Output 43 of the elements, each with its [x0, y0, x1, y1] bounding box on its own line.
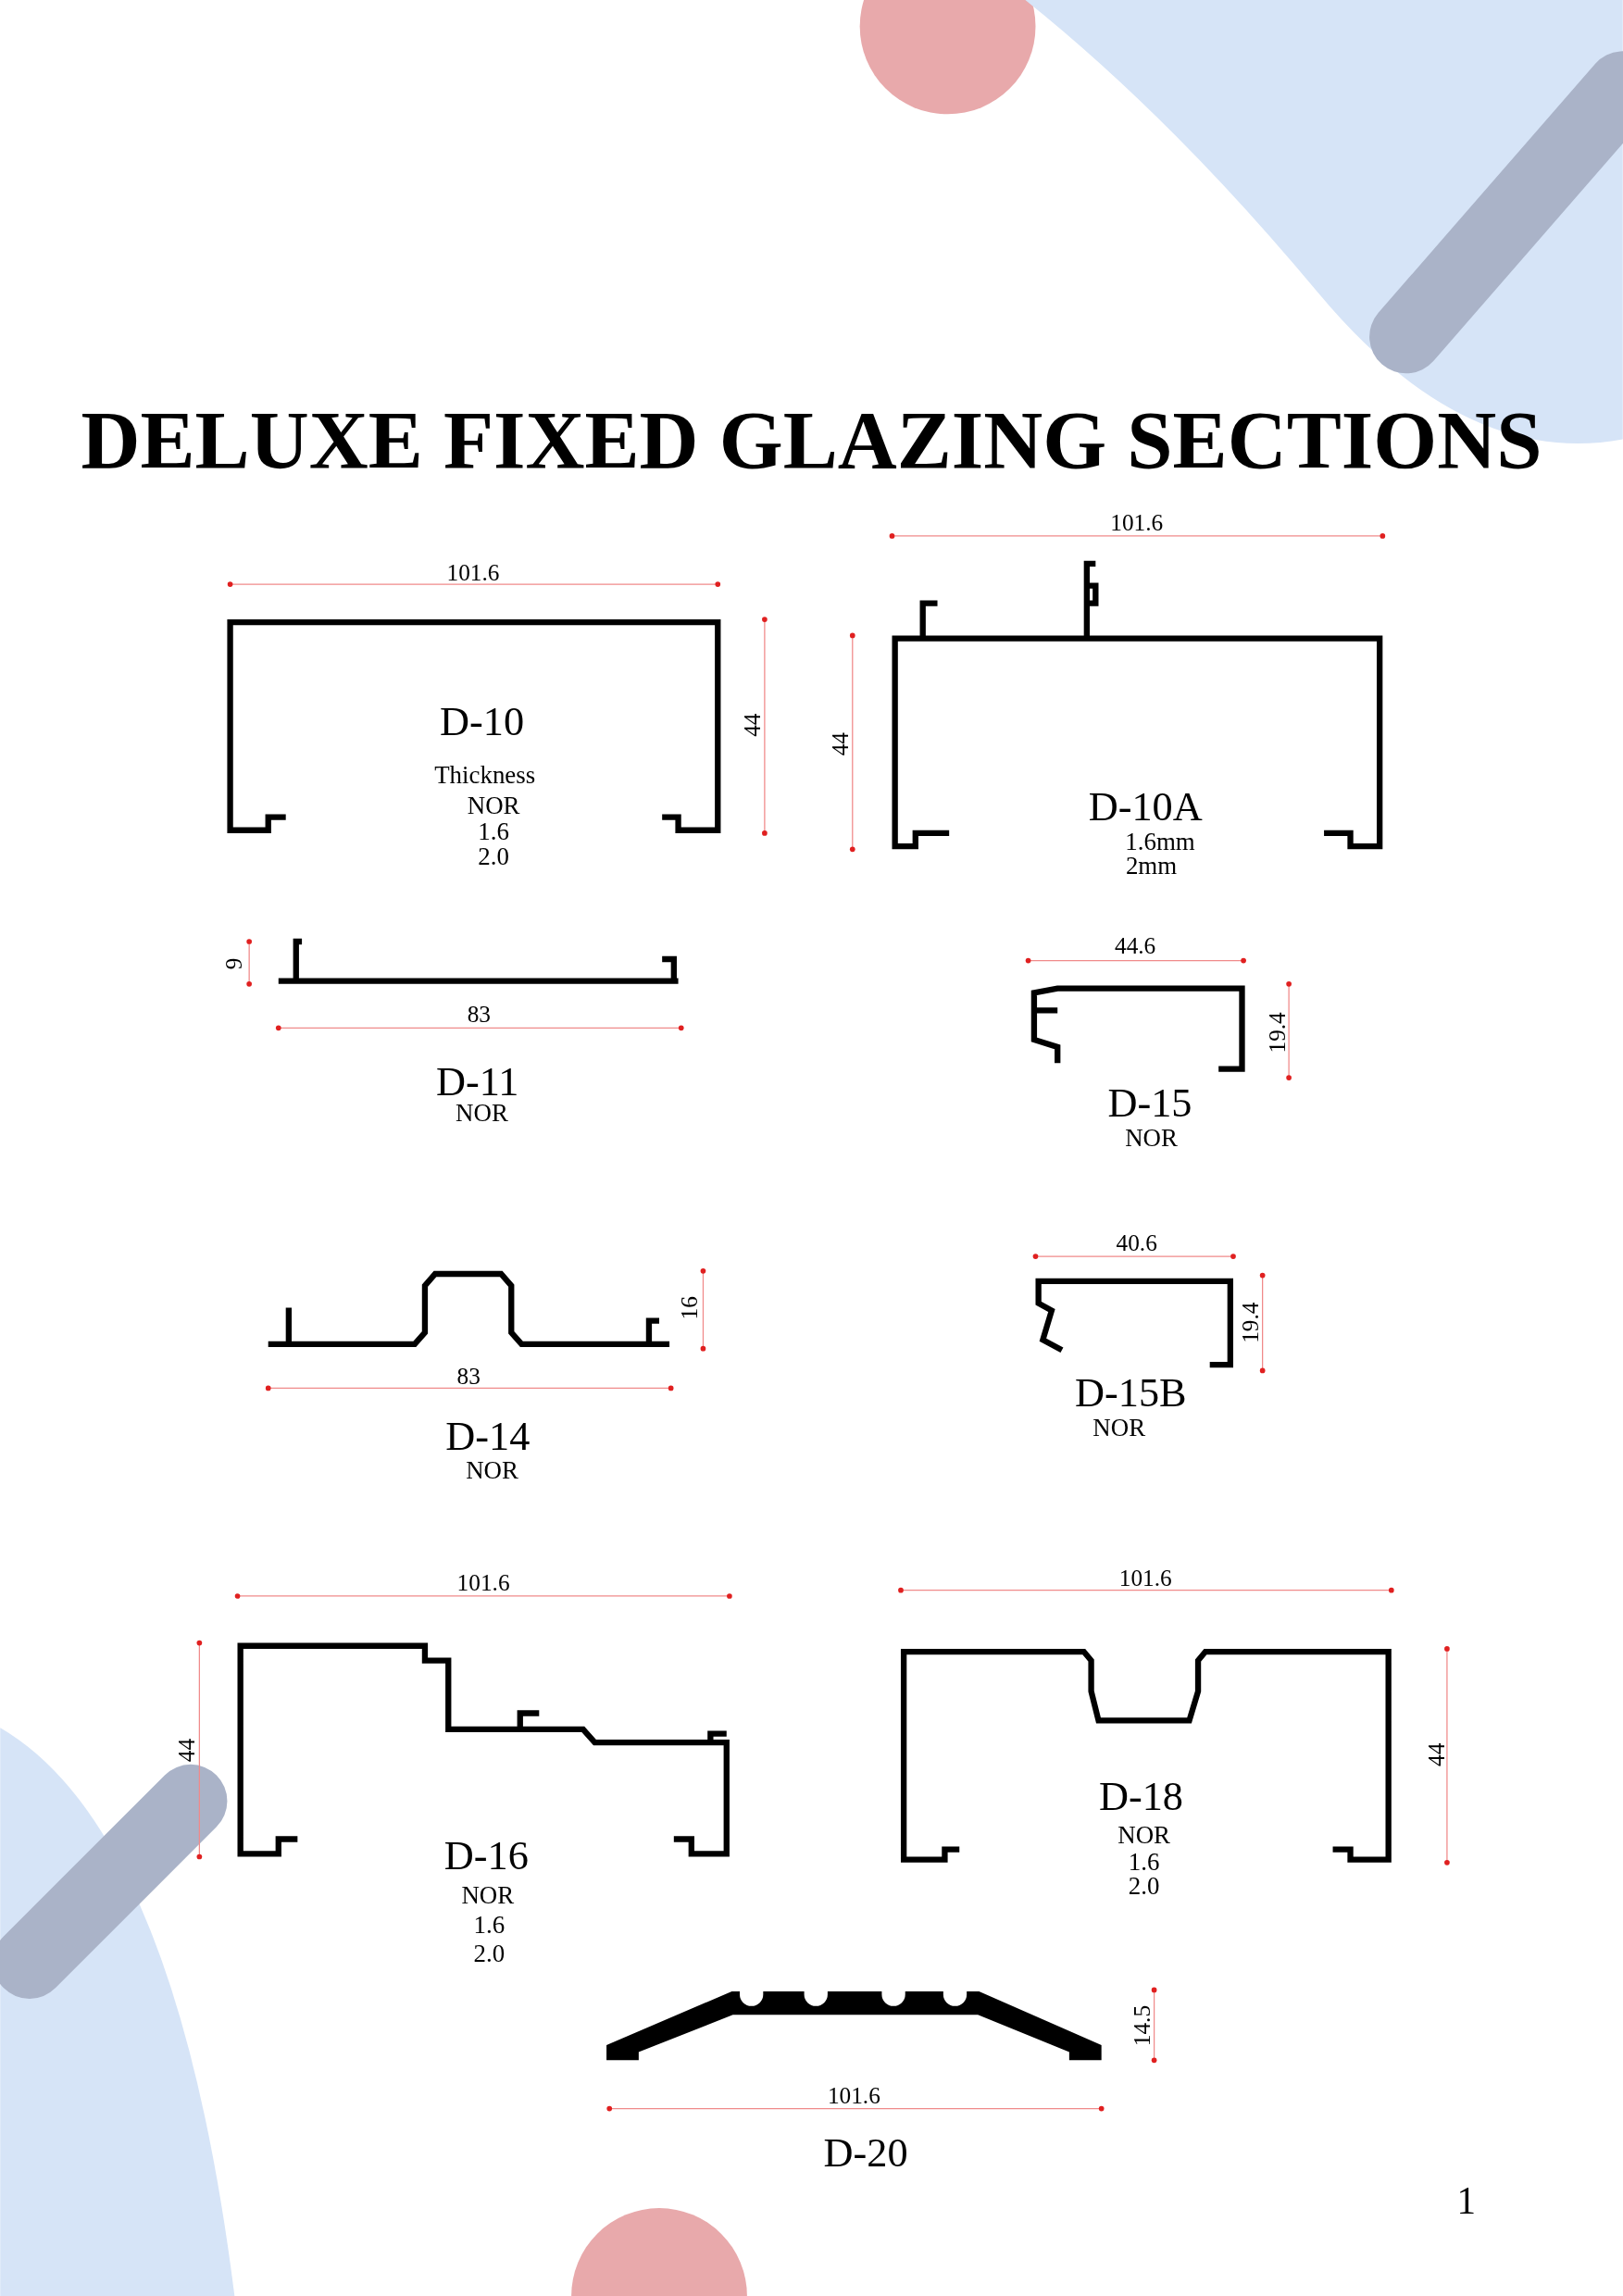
dimension-value: 101.6 — [456, 1571, 510, 1595]
dimension-value: 101.6 — [827, 2084, 880, 2108]
dimension-value: 40.6 — [1116, 1231, 1157, 1255]
section-code: D-10A — [1088, 786, 1203, 828]
dimension-value: 44 — [175, 1738, 200, 1763]
section-code: D-20 — [823, 2132, 908, 2174]
dimension-value: 101.6 — [1118, 1566, 1172, 1591]
spec-note: 2.0 — [478, 844, 509, 869]
dimension-value: 44 — [829, 732, 853, 756]
spec-note: Thickness — [434, 762, 536, 788]
spec-note: 2mm — [1125, 853, 1178, 879]
spec-note: NOR — [467, 792, 520, 818]
spec-note: 2.0 — [1128, 1874, 1160, 1900]
dimension-value: 16 — [678, 1296, 702, 1320]
section-code: D-15 — [1107, 1082, 1192, 1124]
dimension-value: 83 — [467, 1003, 491, 1028]
dimension-value: 101.6 — [1110, 511, 1164, 535]
dimension-value: 44.6 — [1115, 934, 1156, 958]
spec-note: 1.6 — [1128, 1849, 1160, 1875]
section-code: D-18 — [1098, 1777, 1183, 1818]
section-code: D-10 — [440, 701, 525, 743]
spec-note: NOR — [461, 1882, 515, 1908]
dimension-value: 19.4 — [1265, 1012, 1290, 1054]
dimension-value: 14.5 — [1130, 2004, 1155, 2047]
spec-note: 2.0 — [473, 1941, 506, 1966]
section-code: D-16 — [443, 1835, 529, 1877]
section-code: D-14 — [445, 1416, 531, 1458]
dimension-value: 101.6 — [446, 560, 500, 585]
page-title: DELUXE FIXED GLAZING SECTIONS — [80, 398, 1543, 480]
spec-note: NOR — [466, 1458, 518, 1483]
section-code: D-15B — [1075, 1372, 1187, 1414]
dimension-value: 19.4 — [1239, 1302, 1263, 1343]
spec-note: 1.6 — [473, 1912, 506, 1938]
dimension-value: 44 — [1425, 1742, 1449, 1766]
dimension-value: 9 — [222, 957, 246, 970]
spec-note: 1.6mm — [1125, 830, 1195, 855]
page-number: 1 — [1456, 2182, 1476, 2221]
dimension-value: 44 — [741, 713, 765, 737]
dimension-value: 83 — [456, 1365, 481, 1389]
spec-note: NOR — [1092, 1416, 1146, 1441]
spec-note: NOR — [1117, 1822, 1170, 1848]
spec-note: 1.6 — [478, 819, 509, 845]
spec-note: NOR — [1125, 1125, 1178, 1151]
